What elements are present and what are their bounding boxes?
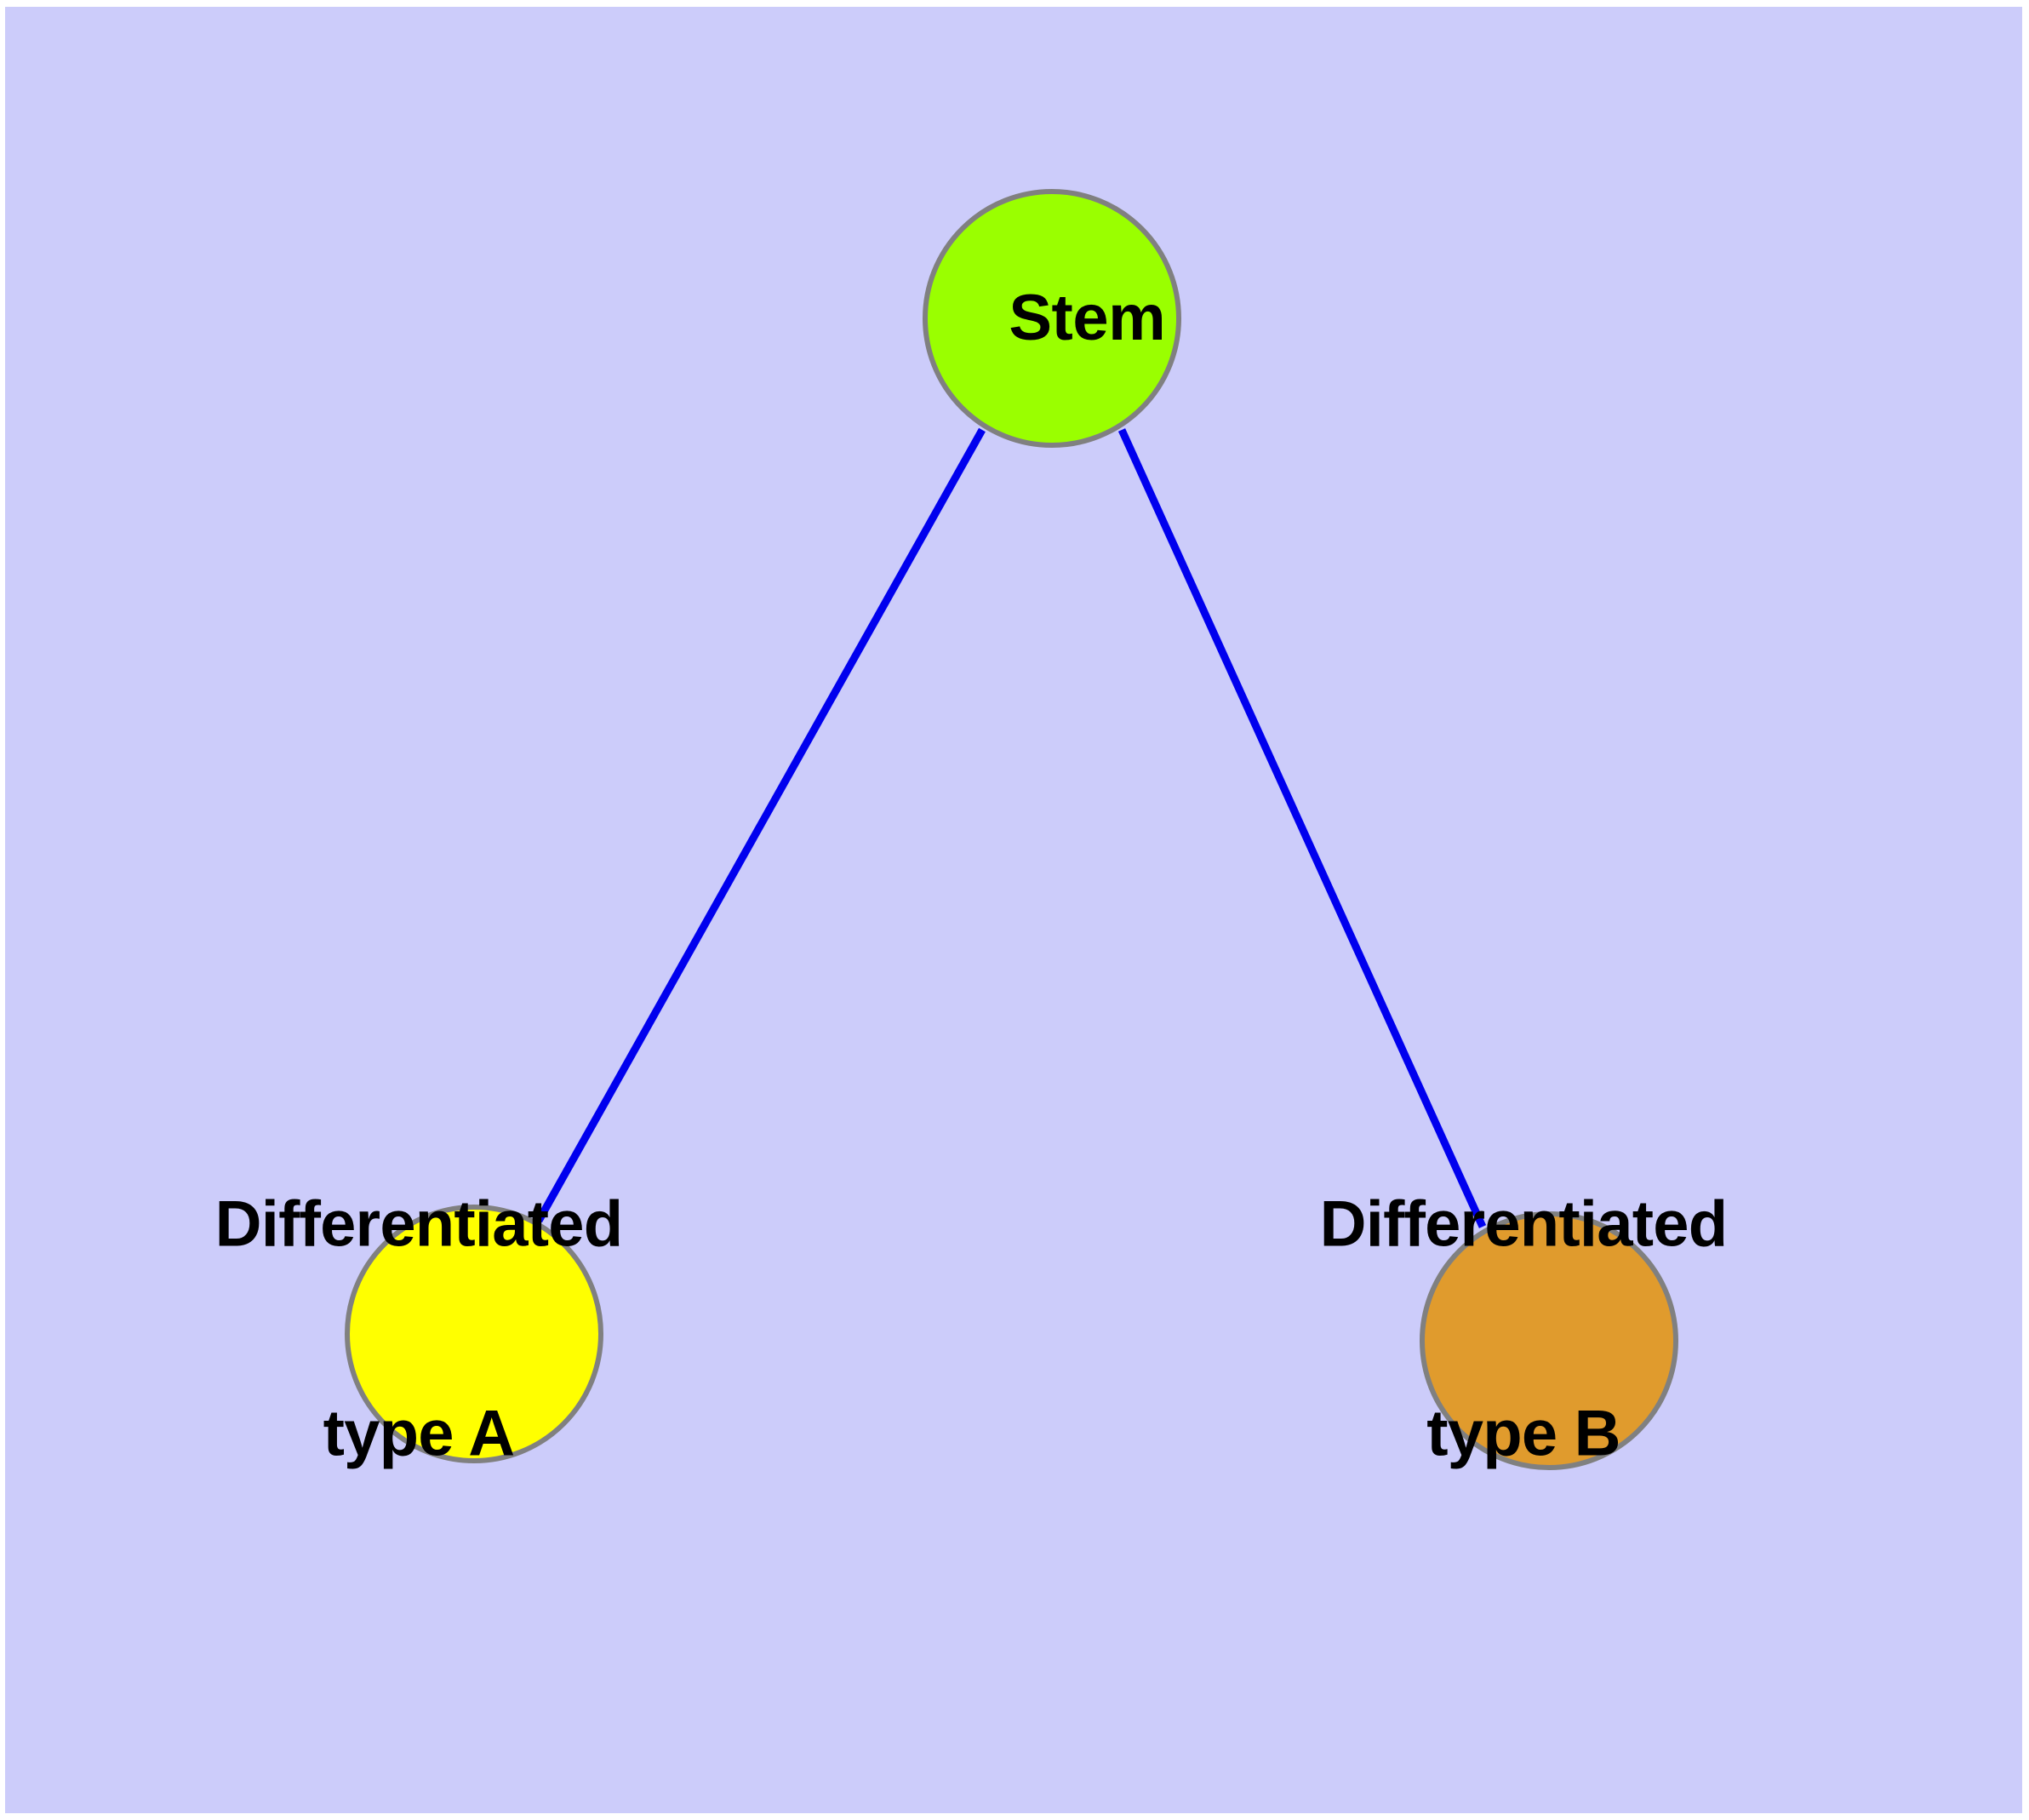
edge-stem-to-differentiated-b [1117,428,1487,1228]
edge-layer [535,427,1487,1228]
node-differentiated-type-b[interactable] [1420,1211,1678,1470]
node-layer [345,189,1678,1470]
node-stem[interactable] [923,189,1181,448]
node-differentiated-type-a[interactable] [345,1205,603,1463]
edge-stem-to-differentiated-a [535,427,986,1223]
